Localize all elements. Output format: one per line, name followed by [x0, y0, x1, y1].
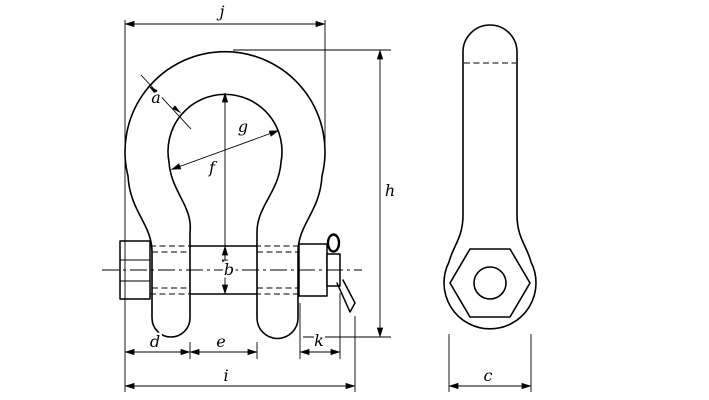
dim-label-g: g	[238, 117, 248, 136]
dim-label-a: a	[151, 88, 161, 107]
dim-label-i: i	[223, 366, 228, 385]
dim-label-f: f	[208, 158, 218, 177]
dim-line-a	[140, 74, 192, 130]
dim-arrow-a-outer	[148, 85, 158, 94]
cotter-pin-ring	[326, 233, 341, 253]
dim-label-j: j	[217, 2, 225, 21]
front-view: j a g f h b d e k i	[102, 0, 398, 392]
dim-label-d: d	[150, 332, 160, 351]
side-view: c	[443, 24, 537, 392]
dimension-lines-front	[124, 20, 384, 390]
dim-label-k: k	[314, 331, 324, 350]
dim-label-e: e	[216, 332, 225, 351]
cotter-pin-legs	[336, 279, 356, 313]
dim-line-g	[170, 130, 280, 170]
dim-label-b: b	[224, 260, 234, 279]
side-pin-hole	[473, 266, 507, 300]
dim-label-c: c	[484, 366, 493, 385]
dim-label-h: h	[385, 181, 395, 200]
side-hex-nut	[449, 248, 531, 318]
side-body-outline	[443, 24, 537, 330]
bow-body-outline	[124, 50, 326, 340]
dim-arrow-a-inner	[172, 105, 182, 114]
